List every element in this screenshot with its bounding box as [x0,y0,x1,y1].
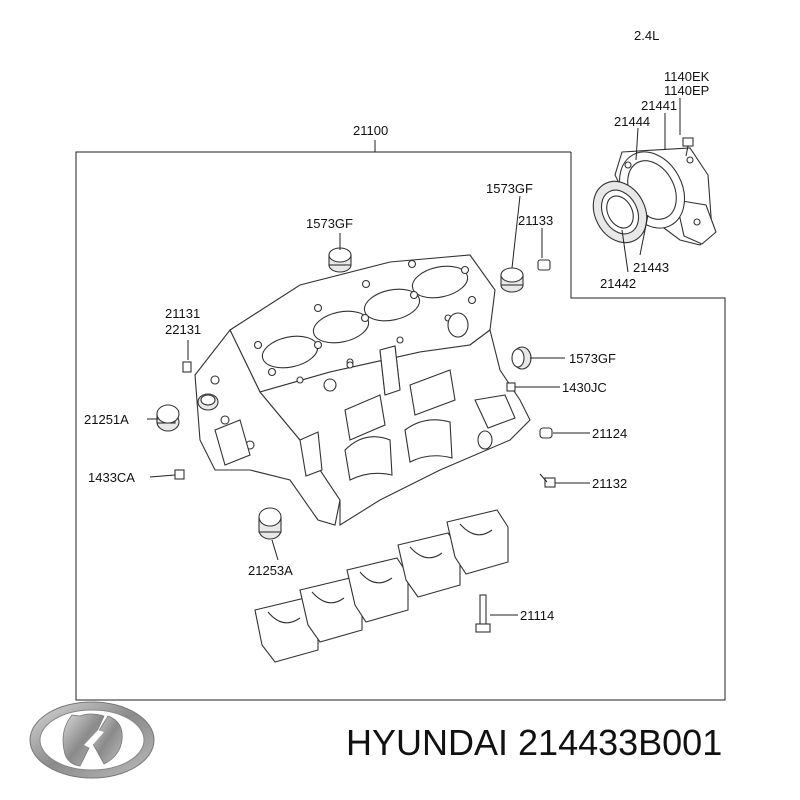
label-1140EK: 1140EK [664,69,710,84]
leader-lines [147,98,681,616]
engine-label: 2.4L [634,28,659,43]
label-1573GF-top-right: 1573GF [486,181,533,196]
bushing-21251A [156,404,180,432]
label-21253A: 21253A [248,563,293,578]
bolt-21114 [475,594,491,633]
bolt-21132 [539,473,556,488]
expansion-plug-top-left [328,247,352,273]
label-21444: 21444 [614,114,650,129]
label-1573GF-side: 1573GF [569,351,616,366]
plug-1433CA [174,469,185,480]
label-21133: 21133 [518,213,553,228]
label-21100: 21100 [353,123,388,138]
housing-bolt [682,137,694,157]
bushing-block [197,393,219,411]
label-1573GF-top-left: 1573GF [306,216,353,231]
bushing-21253A [258,507,282,540]
plug-21131 [182,361,192,373]
plug-21133 [537,259,551,271]
label-1433CA: 1433CA [88,470,135,485]
label-21132: 21132 [592,476,627,491]
main-bearing-caps [254,509,509,663]
label-21131: 21131 [165,306,200,321]
label-21124: 21124 [592,426,627,441]
pin-1430JC [506,382,516,392]
cylinder-block [194,254,531,526]
brand-part-number: HYUNDAI 214433B001 [346,722,722,763]
expansion-plug-top-right [500,267,524,293]
label-21442: 21442 [600,276,636,291]
label-21443: 21443 [633,260,669,275]
rear-oil-seal [592,180,648,244]
label-1430JC: 1430JC [562,380,607,395]
pin-21124 [539,427,553,439]
hyundai-logo-icon [29,701,155,779]
label-21114: 21114 [520,608,554,623]
label-21441: 21441 [641,98,677,113]
expansion-plug-side [511,346,532,370]
assembly-frame [75,151,726,701]
label-22131: 22131 [165,322,201,337]
label-21251A: 21251A [84,412,129,427]
label-1140EP: 1140EP [664,83,709,98]
